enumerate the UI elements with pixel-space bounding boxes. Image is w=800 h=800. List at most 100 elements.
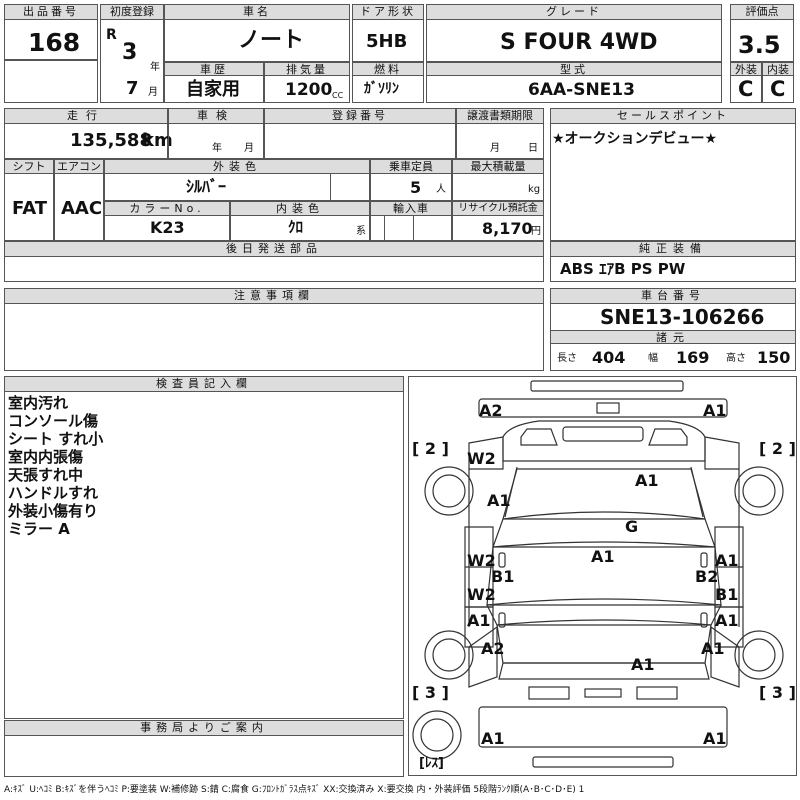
legend: A:ｷｽﾞ U:ﾍｺﾐ B:ｷｽﾞを伴うﾍｺﾐ P:要塗装 W:補修跡 S:錆 … — [4, 785, 585, 795]
office-header: 事務局よりご案内 — [4, 720, 404, 736]
mileage-header: 走行 — [4, 108, 168, 124]
grade: S FOUR 4WD — [500, 30, 658, 55]
capacity: 5 — [410, 178, 422, 197]
car-name-header: 車名 — [164, 4, 350, 20]
reg-month: 7 — [126, 78, 139, 99]
ext-color-header: 外装色 — [104, 159, 370, 174]
displacement-unit: CC — [332, 91, 344, 100]
transfer-day-unit: 日 — [528, 143, 538, 154]
capacity-header: 乗車定員 — [370, 159, 452, 174]
car-diagram — [412, 380, 784, 768]
mark-a1-roof: A1 — [591, 547, 615, 566]
tire-fr-score: [ 2 ] — [759, 439, 796, 458]
color-no: K23 — [150, 218, 185, 237]
lot-no-cell — [4, 19, 98, 60]
mark-b2-pillar-r: B2 — [695, 567, 719, 586]
import-cell-divider — [384, 215, 414, 241]
mileage-unit: km — [142, 130, 173, 151]
capacity-cell — [370, 173, 452, 201]
recycle: 8,170 — [482, 219, 533, 238]
mark-a1-front-right: A1 — [703, 401, 727, 420]
height-label: 高さ — [726, 353, 746, 364]
mark-a1-rear-door-r: A1 — [715, 611, 739, 630]
options-header: 純正装備 — [550, 241, 796, 257]
mark-w2-front-door-l: W2 — [467, 551, 496, 570]
lot-no: 168 — [28, 28, 81, 57]
int-color-unit: 系 — [356, 226, 366, 237]
mark-w2-rear-door-l: W2 — [467, 585, 496, 604]
color-no-header: カラーNo. — [104, 201, 230, 216]
interior-score: C — [770, 77, 786, 101]
length: 404 — [592, 348, 626, 367]
fuel-cell — [352, 75, 424, 103]
spare-tire-label: [ﾚｽ] — [419, 756, 444, 771]
width-label: 幅 — [648, 353, 658, 364]
first-reg-cell — [100, 19, 164, 103]
ext-color-divider — [330, 173, 370, 201]
displacement: 1200 — [285, 80, 333, 100]
first-reg-header: 初度登録 — [100, 4, 164, 20]
int-color-header: 内装色 — [230, 201, 370, 216]
sales-point: ★オークションデビュー★ — [552, 131, 718, 147]
history: 自家用 — [186, 79, 240, 100]
chassis-header: 車台番号 — [550, 288, 796, 304]
width: 169 — [676, 348, 710, 367]
mark-a1-fl-fender: A1 — [487, 491, 511, 510]
mark-a1-front-door-r: A1 — [715, 551, 739, 570]
tire-fl-score: [ 2 ] — [412, 439, 449, 458]
grade-header: グレード — [426, 4, 722, 20]
reg-year: 3 — [122, 40, 138, 65]
car-name: ノート — [238, 28, 305, 53]
options: ABS ｴｱB PS PW — [560, 260, 686, 278]
model-cell — [426, 75, 722, 103]
score: 3.5 — [738, 31, 781, 59]
mark-a2-front-left: A2 — [479, 401, 503, 420]
import-header: 輸入車 — [370, 201, 452, 216]
inspection-month-unit: 月 — [244, 143, 254, 154]
inspector-cell — [4, 391, 404, 719]
mark-g-windshield: G — [625, 517, 639, 536]
fuel: ｶﾞｿﾘﾝ — [364, 81, 399, 97]
exterior-score: C — [738, 77, 754, 101]
mark-a1-hood: A1 — [635, 471, 659, 490]
later-parts-cell — [4, 256, 544, 282]
inspector-line: 外装小傷有り — [8, 502, 99, 520]
reg-month-unit: 月 — [148, 87, 158, 98]
exterior-cell — [730, 75, 762, 103]
inspector-line: ミラー A — [8, 520, 70, 538]
door-cell — [352, 19, 424, 62]
tire-rr-score: [ 3 ] — [759, 683, 796, 702]
later-parts-header: 後日発送部品 — [4, 241, 544, 257]
mileage: 135,588 — [70, 130, 152, 151]
mark-a1-rr-fender: A1 — [701, 639, 725, 658]
exterior-header: 外装 — [730, 62, 762, 76]
options-cell — [550, 256, 796, 282]
length-label: 長さ — [557, 353, 577, 364]
ext-color: ｼﾙﾊﾞｰ — [186, 177, 227, 196]
mark-a1-rear-door-l: A1 — [467, 611, 491, 630]
inspector-line: 室内汚れ — [8, 394, 69, 412]
mark-a1-rear-bumper-r: A1 — [703, 729, 727, 748]
reg-year-unit: 年 — [150, 62, 160, 73]
history-header: 車歴 — [164, 62, 264, 76]
damage-map: A2 A1 [ 2 ] [ 2 ] W2 A1 A1 G A1 W2 A1 B1… — [408, 376, 797, 776]
displacement-cell — [264, 75, 350, 103]
mark-b1-rear-door-r: B1 — [715, 585, 739, 604]
shift: FAT — [12, 198, 48, 219]
fuel-header: 燃料 — [352, 62, 424, 76]
car-name-cell — [164, 19, 350, 62]
ac-header: エアコン — [54, 159, 104, 174]
displacement-header: 排気量 — [264, 62, 350, 76]
sales-point-cell — [550, 123, 796, 241]
sales-point-header: セールスポイント — [550, 108, 796, 124]
model: 6AA-SNE13 — [528, 80, 635, 100]
mark-w2-fl-fender: W2 — [467, 449, 496, 468]
shift-header: シフト — [4, 159, 54, 174]
interior-header: 内装 — [762, 62, 794, 76]
recycle-unit: 円 — [531, 226, 541, 237]
model-header: 型式 — [426, 62, 722, 76]
max-load-unit: kg — [528, 184, 541, 195]
recycle-cell — [452, 215, 544, 241]
max-load-header: 最大積載量 — [452, 159, 544, 174]
reg-no-header: 登録番号 — [264, 108, 456, 124]
